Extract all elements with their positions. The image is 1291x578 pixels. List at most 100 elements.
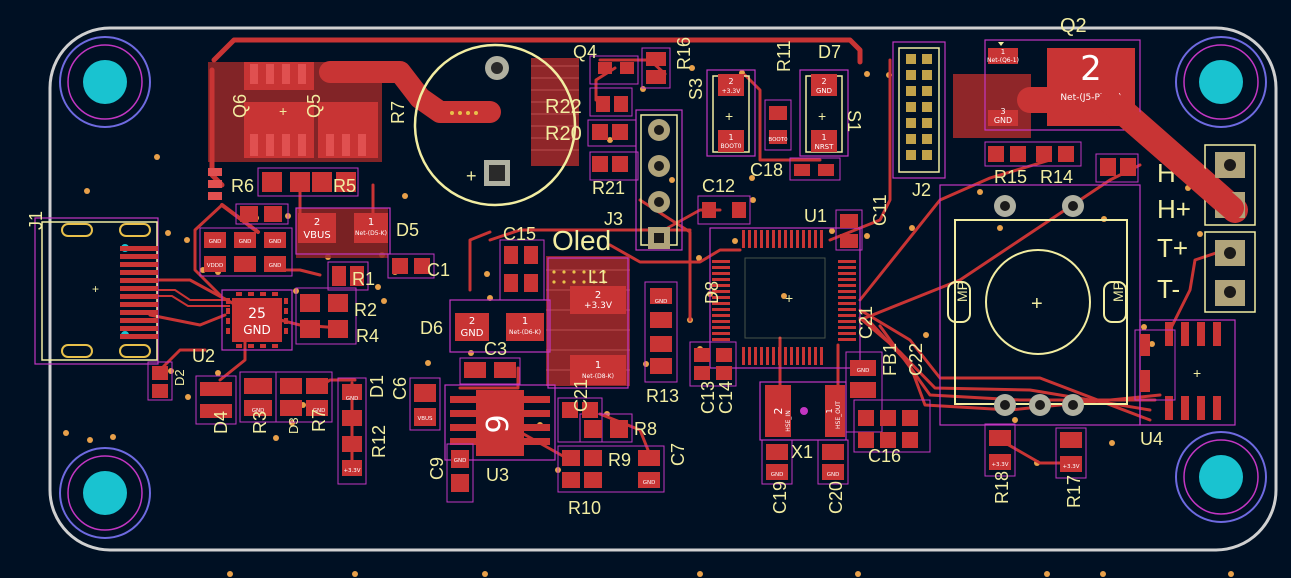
label-r9: R9 bbox=[608, 450, 631, 470]
l1-pad-2: 2 bbox=[595, 290, 601, 301]
s3-pad-2: 2 bbox=[728, 77, 733, 86]
mounting-hole-bottom-left bbox=[59, 447, 151, 539]
svg-text:+: + bbox=[279, 103, 287, 119]
l1-pad-1-net: Net-(D8-K) bbox=[582, 373, 614, 380]
usb-connector-j1: + bbox=[34, 217, 159, 365]
power-traces bbox=[320, 62, 1244, 220]
label-r5: R5 bbox=[333, 176, 356, 196]
s3-pad-1: 1 bbox=[728, 133, 733, 142]
svg-text:+3.3V: +3.3V bbox=[1062, 464, 1079, 470]
svg-text:+: + bbox=[1031, 293, 1043, 315]
svg-text:+: + bbox=[92, 282, 99, 296]
label-c19: C19 bbox=[770, 481, 790, 514]
label-c15: C15 bbox=[503, 224, 536, 244]
s1-pad-2-net: GND bbox=[816, 87, 832, 95]
label-d7: D7 bbox=[818, 42, 841, 62]
mounting-hole-bottom-right bbox=[1175, 431, 1267, 523]
label-r13: R13 bbox=[646, 386, 679, 406]
label-c6: C6 bbox=[390, 377, 410, 400]
label-r11: R11 bbox=[774, 40, 794, 72]
svg-text:GND: GND bbox=[313, 408, 326, 414]
svg-text:GND: GND bbox=[239, 239, 252, 245]
label-fb1: FB1 bbox=[880, 343, 900, 376]
label-d8: D8 bbox=[702, 281, 722, 304]
label-d6: D6 bbox=[420, 318, 443, 338]
connector-thermo bbox=[1204, 231, 1256, 313]
u2-pad-number: 25 bbox=[248, 306, 266, 322]
mp-label-right: MP bbox=[1110, 281, 1126, 302]
label-c18: C18 bbox=[750, 160, 783, 180]
oled-label: Oled bbox=[552, 225, 611, 256]
svg-text:+: + bbox=[818, 108, 826, 124]
s1-pad-1-net: NRST bbox=[815, 143, 835, 151]
svg-text:+3.3V: +3.3V bbox=[991, 462, 1008, 468]
d6-pad-2-net: GND bbox=[461, 328, 484, 339]
label-r12: R12 bbox=[369, 425, 389, 458]
svg-text:GND: GND bbox=[827, 472, 840, 478]
svg-text:GND: GND bbox=[643, 480, 656, 486]
mounting-hole-top-right bbox=[1175, 36, 1267, 128]
u3-pad-number: 9 bbox=[481, 414, 516, 433]
label-u3: U3 bbox=[486, 465, 509, 485]
header-j3 bbox=[635, 109, 683, 251]
label-d4: D4 bbox=[211, 411, 231, 434]
label-c21b: C21 bbox=[571, 379, 591, 412]
switch-s3: 2 +3.3V 1 BOOT0 + bbox=[706, 69, 756, 157]
svg-text:GND: GND bbox=[209, 239, 222, 245]
d6-pad-1: 1 bbox=[522, 316, 528, 327]
ic-u2: 25 GND bbox=[221, 289, 293, 351]
l1-pad-1: 1 bbox=[595, 360, 601, 371]
label-d2: D2 bbox=[172, 369, 187, 386]
label-r15: R15 bbox=[994, 167, 1027, 187]
label-l1-overlap: L1 bbox=[588, 267, 608, 287]
label-c22: C22 bbox=[906, 343, 926, 376]
label-c11: C11 bbox=[870, 194, 890, 226]
label-r2: R2 bbox=[354, 300, 377, 320]
label-u4: U4 bbox=[1140, 429, 1163, 449]
label-d5: D5 bbox=[396, 220, 419, 240]
d5-pad-2-net: VBUS bbox=[303, 230, 330, 241]
svg-text:GND: GND bbox=[269, 239, 282, 245]
mosfet-q2: 2 Net-(J5-Pin_1) 3 GND 1 Net-(Q6-1) bbox=[984, 39, 1141, 131]
label-c9: C9 bbox=[427, 457, 447, 480]
label-r10: R10 bbox=[568, 498, 601, 518]
label-r17: R17 bbox=[1064, 475, 1084, 508]
label-u2: U2 bbox=[192, 346, 215, 366]
x1-pad-1: 1 bbox=[825, 408, 834, 413]
inductor-l1: 2 +3.3V 1 Net-(D8-K) bbox=[547, 257, 629, 389]
label-q5: Q5 bbox=[304, 94, 324, 118]
label-q2: Q2 bbox=[1060, 15, 1087, 37]
x1-pad-2-net: HSE_IN bbox=[785, 410, 792, 431]
svg-text:GND: GND bbox=[655, 299, 668, 305]
s1-pad-2: 2 bbox=[821, 77, 826, 86]
label-h-plus: H+ bbox=[1157, 194, 1191, 224]
label-c13: C13 bbox=[698, 381, 718, 414]
svg-text:GND: GND bbox=[771, 472, 784, 478]
d5-pad-2: 2 bbox=[314, 217, 320, 228]
label-r8: R8 bbox=[634, 419, 657, 439]
label-j1: J1 bbox=[26, 211, 46, 230]
label-r3: R3 bbox=[250, 411, 270, 434]
svg-text:GND: GND bbox=[346, 396, 359, 402]
label-c12: C12 bbox=[702, 176, 735, 196]
svg-text:VBUS: VBUS bbox=[417, 416, 433, 422]
board-outline bbox=[48, 26, 1278, 552]
svg-text:+: + bbox=[725, 108, 733, 124]
label-r21: R21 bbox=[592, 178, 625, 198]
svg-text:GND: GND bbox=[857, 368, 870, 374]
mosfet-q5-q6: + bbox=[208, 62, 378, 200]
crystal-x1: 2 HSE_IN 1 HSE_OUT bbox=[759, 381, 847, 441]
label-r16: R16 bbox=[674, 37, 694, 70]
diode-d5: 2 VBUS 1 Net-(D5-K) bbox=[295, 207, 391, 255]
label-d1: D1 bbox=[367, 375, 387, 398]
s3-pad-2-net: +3.3V bbox=[722, 88, 742, 95]
x1-pad-1-net: HSE_OUT bbox=[835, 401, 842, 429]
q2-pad-number: 2 bbox=[1080, 49, 1102, 89]
label-r14: R14 bbox=[1040, 167, 1073, 187]
q6-pad-1: 1 bbox=[1001, 48, 1005, 56]
label-r22: R22 bbox=[545, 96, 582, 118]
mounting-hole-top-left bbox=[59, 36, 151, 128]
label-c14: C14 bbox=[716, 381, 736, 414]
label-r7-top: R7 bbox=[388, 101, 408, 124]
